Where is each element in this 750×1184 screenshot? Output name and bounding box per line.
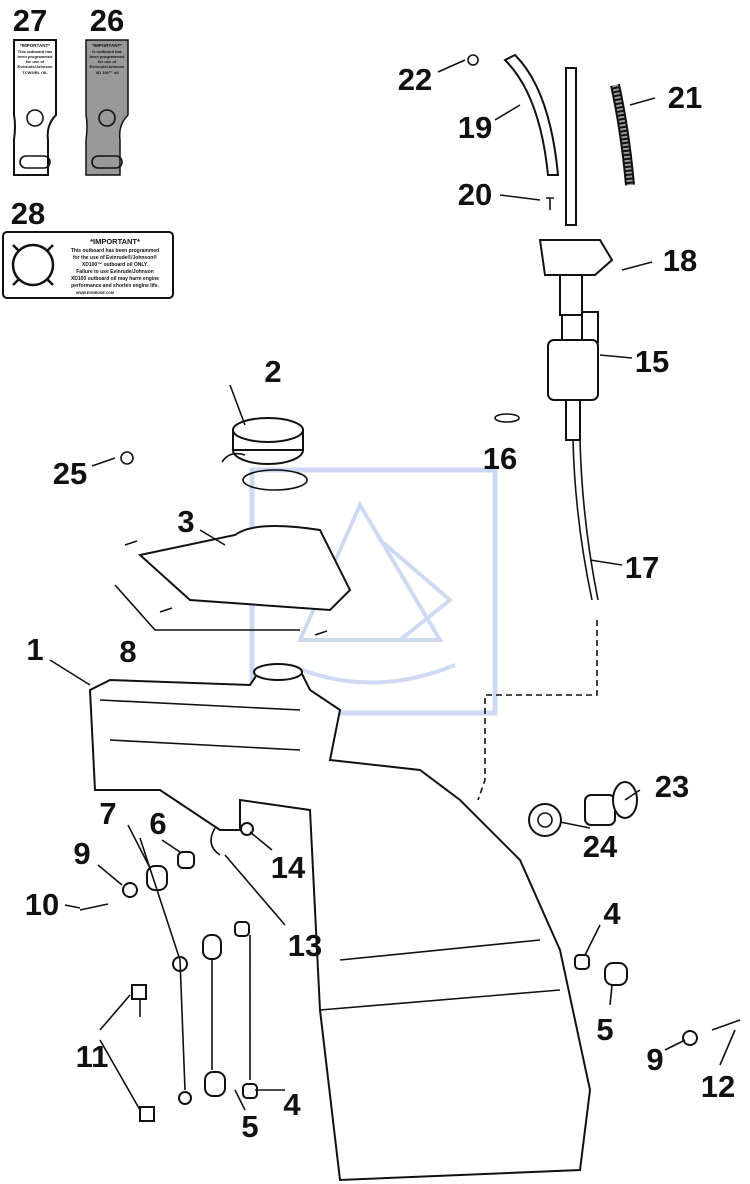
decal-line: Failure to use Evinrude/Johnson [76,269,154,275]
warning-tag-26: *IMPORTANT* is outboard has been program… [85,39,129,176]
callout-10: 10 [25,887,59,922]
tag-26-line: XD 100™ oil [95,70,118,75]
callout-24: 24 [583,829,618,864]
tag-27-line: been programmed [18,54,53,59]
hoses [467,53,635,226]
callout-6: 6 [149,806,166,841]
callout-9-right: 9 [646,1042,663,1077]
callout-5: 5 [596,1012,613,1047]
leader-lines [49,59,736,1111]
callout-11: 11 [76,1039,109,1074]
callout-21: 21 [668,80,702,115]
tag-26-line: Evinrude/Johnson [90,64,125,69]
callout-4: 4 [603,896,621,931]
small-hardware [79,781,741,1122]
callout-8: 8 [119,634,136,669]
callout-13: 13 [288,928,322,963]
callout-12: 12 [701,1069,735,1104]
callout-5-lower: 5 [241,1109,258,1144]
callout-22: 22 [398,62,432,97]
tag-27-line: for use of [26,59,45,64]
tag-27-line: This outboard has [18,49,53,54]
callout-2: 2 [264,354,281,389]
callout-17: 17 [625,550,659,585]
callout-23: 23 [655,769,689,804]
callout-1: 1 [26,632,43,667]
callout-7: 7 [99,796,116,831]
decal-line: XD100™ outboard oil ONLY. [82,262,149,268]
callout-14: 14 [271,850,306,885]
tag-26-line: is outboard has [92,49,123,54]
callout-labels: 27 26 28 22 21 19 20 18 15 16 2 25 3 17 … [11,3,735,1144]
callout-20: 20 [458,177,492,212]
tag-26-line: for use of [98,59,117,64]
tag-27-line: Evinrude/Johnson [18,64,53,69]
callout-25: 25 [53,456,87,491]
tag-27-heading: *IMPORTANT* [20,43,50,48]
decal-line: XD100 outboard oil may harm engine [71,276,159,282]
warning-tag-27: *IMPORTANT* This outboard has been progr… [13,39,57,176]
callout-16: 16 [483,441,517,476]
decal-heading: *IMPORTANT* [90,237,140,246]
decal-url: WWW.EVINRUDE.COM [76,291,114,295]
decal-28: *IMPORTANT* This outboard has been progr… [2,231,174,299]
callout-15: 15 [635,344,669,379]
tag-26-heading: *IMPORTANT* [92,43,122,48]
decal-line: This outboard has been programmed [71,248,159,254]
decal-line: performance and shorten engine life. [71,283,159,289]
callout-9: 9 [73,836,90,871]
decal-line: for the use of Evinrude®/Johnson® [73,254,157,261]
callout-3: 3 [177,504,194,539]
oil-pickup-assembly [477,239,653,801]
callout-19: 19 [458,110,492,145]
oil-tank [88,663,592,1182]
cap-and-bracket [114,417,352,636]
callout-18: 18 [663,243,697,278]
callout-27: 27 [13,3,47,38]
callout-26: 26 [90,3,124,38]
callout-28: 28 [11,196,45,231]
tag-26-line: been programmed [90,54,125,59]
tag-27-line: TCW3/RL OIL [22,70,48,75]
callout-4-lower: 4 [283,1087,301,1122]
